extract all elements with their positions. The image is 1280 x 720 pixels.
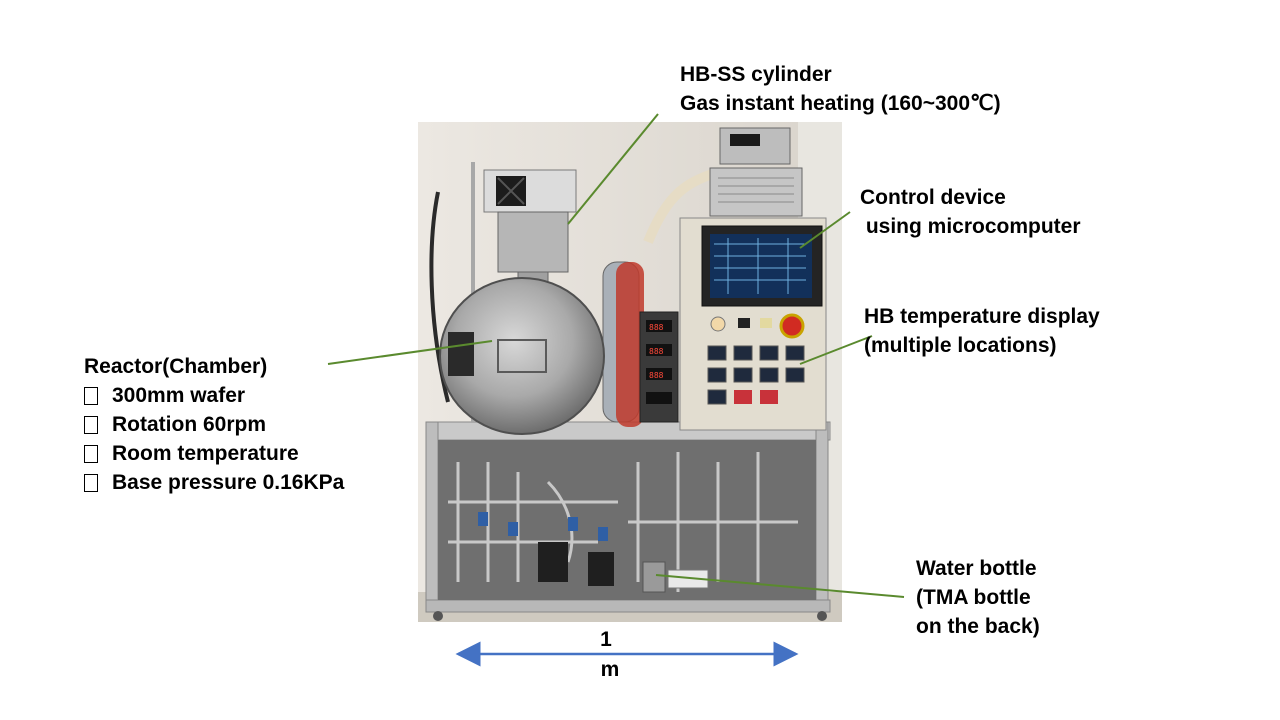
equipment-photo: 888 888 888	[418, 122, 842, 622]
label-water-bottle: Water bottle (TMA bottle on the back)	[916, 554, 1040, 641]
label-hbss-line1: HB-SS cylinder	[680, 63, 832, 86]
label-hbtemp-line1: HB temperature display	[864, 305, 1100, 328]
label-water-line3: on the back)	[916, 615, 1040, 638]
bullet-icon	[84, 445, 98, 463]
label-reactor: Reactor(Chamber) 300mm wafer Rotation 60…	[84, 352, 344, 497]
equipment-illustration: 888 888 888	[418, 122, 842, 622]
label-hbss-line2: Gas instant heating (160~300℃)	[680, 92, 1001, 115]
label-control-line2: using microcomputer	[860, 215, 1081, 238]
bullet-icon	[84, 416, 98, 434]
label-reactor-title: Reactor(Chamber)	[84, 355, 268, 378]
label-water-line2: (TMA bottle	[916, 586, 1031, 609]
reactor-spec-item: 300mm wafer	[84, 381, 344, 410]
svg-text:888: 888	[649, 371, 664, 380]
label-hbtemp-line2: (multiple locations)	[864, 334, 1057, 357]
label-hbss-cylinder: HB-SS cylinder Gas instant heating (160~…	[680, 60, 1001, 118]
svg-text:888: 888	[649, 323, 664, 332]
scale-unit: m	[600, 658, 620, 681]
reactor-spec-item: Room temperature	[84, 439, 344, 468]
label-control-device: Control device using microcomputer	[860, 183, 1081, 241]
reactor-spec-item: Rotation 60rpm	[84, 410, 344, 439]
bullet-icon	[84, 387, 98, 405]
svg-text:888: 888	[649, 347, 664, 356]
label-hb-temperature-display: HB temperature display (multiple locatio…	[864, 302, 1100, 360]
label-water-line1: Water bottle	[916, 557, 1037, 580]
label-control-line1: Control device	[860, 186, 1006, 209]
reactor-spec-item: Base pressure 0.16KPa	[84, 468, 344, 497]
bullet-icon	[84, 474, 98, 492]
scale-number: 1	[600, 628, 612, 651]
